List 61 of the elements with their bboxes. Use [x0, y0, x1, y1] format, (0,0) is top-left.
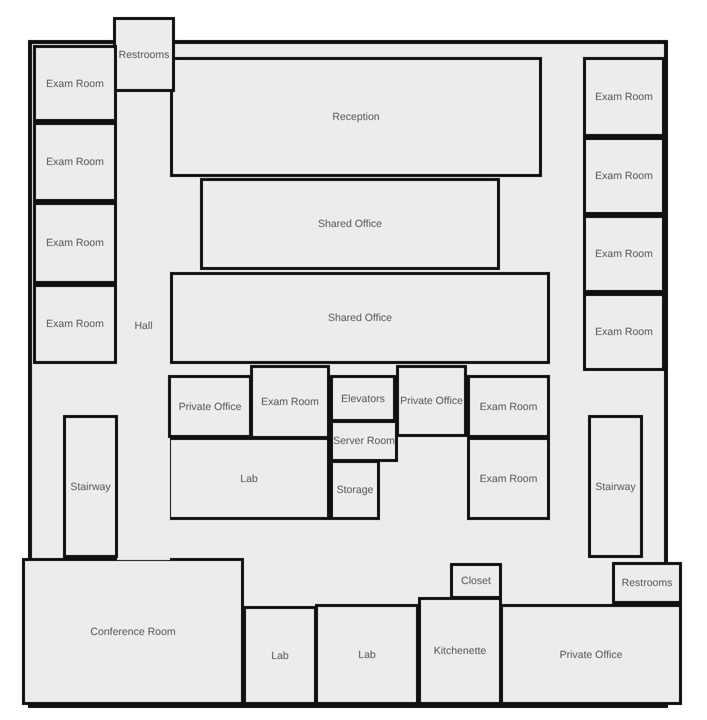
room-label: Hall — [134, 320, 153, 332]
room-outline — [63, 415, 118, 558]
room-outline — [170, 57, 542, 177]
room-outline — [170, 272, 550, 364]
room-label: Lab — [358, 648, 376, 660]
room-label: Storage — [336, 484, 374, 496]
room-outline — [33, 284, 117, 364]
room-label: Exam Room — [46, 237, 104, 249]
room-label: Private Office — [400, 395, 463, 407]
room-outline — [583, 137, 665, 215]
room-label: Reception — [332, 111, 380, 123]
room-label: Exam Room — [46, 156, 104, 168]
room-label: Lab — [271, 650, 289, 662]
room-label: Server Room — [333, 435, 395, 447]
room-label: Exam Room — [261, 396, 319, 408]
room-label: Restrooms — [622, 577, 672, 589]
room-outline — [200, 178, 500, 270]
room-outline — [396, 365, 467, 437]
room-outline — [33, 45, 117, 122]
room-label: Shared Office — [328, 312, 392, 324]
room-outline — [330, 460, 380, 520]
room-label: Exam Room — [595, 248, 653, 260]
room-outline — [500, 604, 682, 705]
room-label: Lab — [240, 472, 258, 484]
room-outline — [418, 597, 502, 705]
room-outline — [467, 375, 550, 438]
room-label: Stairway — [595, 480, 636, 492]
room-outline — [22, 558, 244, 705]
room-outline — [250, 365, 330, 439]
room-outline — [33, 122, 117, 202]
room-outline — [330, 420, 398, 462]
room-label: Exam Room — [480, 472, 538, 484]
room-label: Closet — [461, 575, 491, 587]
room-outline — [113, 17, 175, 92]
room-outline — [583, 293, 665, 371]
room-label: Exam Room — [595, 170, 653, 182]
room-label: Restrooms — [118, 48, 170, 60]
room-outline — [583, 215, 665, 293]
room-label: Exam Room — [46, 318, 104, 330]
room-label: Stairway — [70, 480, 111, 492]
room-label: Private Office — [560, 648, 622, 660]
room-outline — [168, 375, 252, 438]
room-outline — [450, 563, 502, 599]
room-outline — [588, 415, 643, 558]
room-outline — [583, 57, 665, 137]
room-label: Kitchenette — [434, 645, 486, 657]
room-label: Shared Office — [318, 218, 382, 230]
room-outline — [612, 562, 682, 604]
room-outline — [168, 437, 330, 520]
room-label: Private Office — [178, 400, 242, 412]
room-label: Conference Room — [90, 626, 176, 638]
room-outline — [467, 437, 550, 520]
room-outline — [243, 606, 317, 705]
room-outline — [330, 375, 396, 422]
room-label: Elevators — [341, 392, 385, 404]
room-outline — [33, 202, 117, 284]
room-label: Exam Room — [480, 400, 538, 412]
room-label: Exam Room — [595, 91, 653, 103]
room-label: Exam Room — [46, 78, 104, 90]
room-label: Exam Room — [595, 326, 653, 338]
room-outline — [315, 604, 419, 705]
